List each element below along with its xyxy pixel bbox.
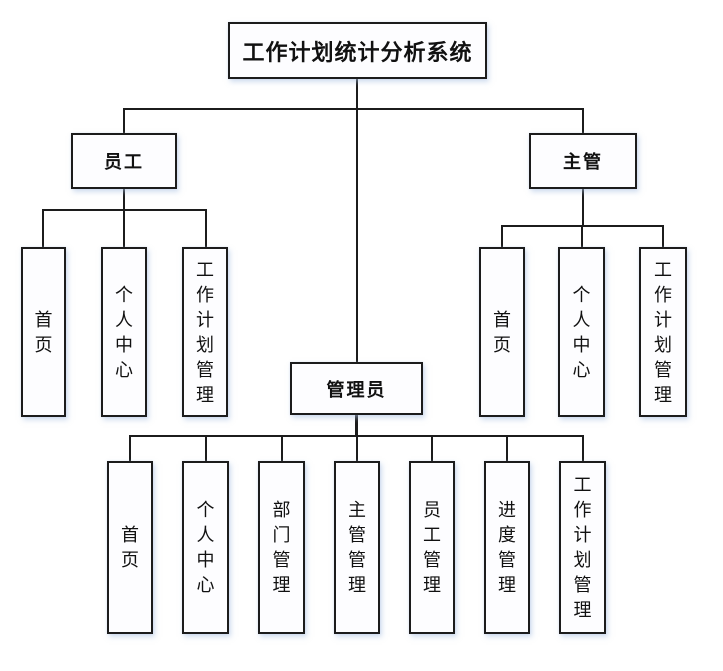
connector-admin-child7-drop bbox=[582, 435, 584, 461]
connector-supervisor-child3-drop bbox=[662, 225, 664, 247]
connector-admin-child3-drop bbox=[281, 435, 283, 461]
supervisor-label: 主管 bbox=[563, 152, 603, 172]
node-admin: 管理员 bbox=[290, 362, 423, 415]
employee-home-label: 首页 bbox=[34, 309, 53, 355]
connector-supervisor-child2-drop bbox=[581, 225, 583, 247]
node-admin-department-mgmt: 部门管理 bbox=[258, 461, 305, 634]
node-supervisor: 主管 bbox=[529, 133, 637, 189]
connector-admin-child4-drop bbox=[356, 435, 358, 461]
employee-label: 员工 bbox=[104, 152, 144, 172]
admin-home-label: 首页 bbox=[121, 525, 139, 570]
node-employee-home: 首页 bbox=[21, 247, 66, 417]
connector-main-stem bbox=[356, 79, 358, 362]
employee-workplan-mgmt-label: 工作计划管理 bbox=[196, 259, 214, 405]
node-system-title: 工作计划统计分析系统 bbox=[228, 22, 487, 79]
node-supervisor-home: 首页 bbox=[479, 247, 525, 417]
admin-personal-center-label: 个人中心 bbox=[196, 500, 215, 595]
node-employee: 员工 bbox=[71, 133, 177, 189]
admin-label: 管理员 bbox=[326, 379, 387, 400]
admin-workplan-mgmt-label: 工作计划管理 bbox=[573, 475, 592, 620]
node-admin-progress-mgmt: 进度管理 bbox=[484, 461, 530, 634]
connector-employee-drop bbox=[123, 108, 125, 133]
node-admin-supervisor-mgmt: 主管管理 bbox=[334, 461, 380, 634]
admin-supervisor-mgmt-label: 主管管理 bbox=[348, 500, 366, 595]
admin-employee-mgmt-label: 员工管理 bbox=[423, 500, 441, 595]
employee-personal-center-label: 个人中心 bbox=[115, 284, 133, 380]
connector-admin-child2-drop bbox=[205, 435, 207, 461]
connector-employee-child3-drop bbox=[205, 209, 207, 247]
connector-employee-stem bbox=[123, 189, 125, 209]
connector-admin-child1-drop bbox=[129, 435, 131, 461]
supervisor-home-label: 首页 bbox=[493, 309, 511, 355]
node-admin-home: 首页 bbox=[107, 461, 153, 634]
node-employee-personal-center: 个人中心 bbox=[101, 247, 147, 417]
connector-supervisor-stem bbox=[582, 189, 584, 225]
connector-admin-child5-drop bbox=[431, 435, 433, 461]
connector-admin-child6-drop bbox=[506, 435, 508, 461]
node-admin-employee-mgmt: 员工管理 bbox=[409, 461, 455, 634]
connector-branch-horizontal bbox=[123, 108, 584, 110]
admin-department-mgmt-label: 部门管理 bbox=[272, 500, 291, 595]
node-supervisor-personal-center: 个人中心 bbox=[558, 247, 605, 417]
connector-employee-child2-drop bbox=[123, 209, 125, 247]
connector-employee-child1-drop bbox=[42, 209, 44, 247]
supervisor-personal-center-label: 个人中心 bbox=[572, 284, 591, 380]
node-supervisor-workplan-mgmt: 工作计划管理 bbox=[639, 247, 687, 417]
node-admin-workplan-mgmt: 工作计划管理 bbox=[559, 461, 606, 634]
connector-supervisor-child1-drop bbox=[501, 225, 503, 247]
admin-progress-mgmt-label: 进度管理 bbox=[498, 500, 516, 595]
connector-supervisor-drop bbox=[582, 108, 584, 133]
supervisor-workplan-mgmt-label: 工作计划管理 bbox=[654, 259, 672, 405]
connector-admin-stem bbox=[355, 415, 358, 436]
node-admin-personal-center: 个人中心 bbox=[182, 461, 229, 634]
system-title-label: 工作计划统计分析系统 bbox=[242, 39, 473, 65]
node-employee-workplan-mgmt: 工作计划管理 bbox=[182, 247, 228, 417]
